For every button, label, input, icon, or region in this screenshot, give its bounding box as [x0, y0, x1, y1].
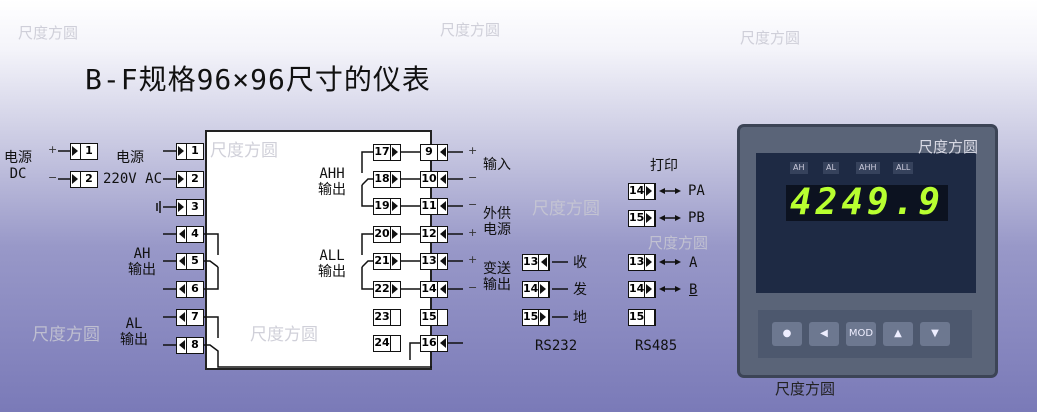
led-ahh: AHH [856, 162, 880, 174]
watermark: 尺度方圆 [648, 234, 709, 252]
terminal-10: 10 [420, 171, 448, 188]
terminal-1: 1 [176, 143, 204, 160]
ac-voltage-label: 220V AC [103, 171, 163, 187]
terminal-8: 8 [176, 337, 204, 354]
terminal-18: 18 [373, 171, 401, 188]
rs232-terminal-15: 15 [522, 309, 550, 326]
print-label: 打印 [650, 158, 678, 174]
terminal-6: 6 [176, 281, 204, 298]
meter-front-panel: AH AL AHH ALL 4249.9 ● ◀ MOD ▲ ▼ [740, 127, 995, 375]
shift-left-button[interactable]: ◀ [809, 322, 839, 346]
minus-sign: − [468, 198, 478, 211]
input-label: 输入 [483, 157, 511, 173]
terminal-13: 13 [420, 253, 448, 270]
minus-sign: − [48, 171, 58, 184]
watermark: 尺度方圆 [18, 24, 79, 42]
watermark: 尺度方圆 [32, 325, 100, 345]
terminal-3: 3 [176, 199, 204, 216]
terminal-23: 23 [373, 309, 401, 326]
watermark: 尺度方圆 [250, 325, 318, 345]
led-al: AL [823, 162, 839, 174]
terminal-dc-1: 1 [70, 143, 98, 160]
led-all: ALL [893, 162, 914, 174]
page-title: B-F规格96×96尺寸的仪表 [85, 63, 431, 96]
print-terminal-14: 14 [628, 183, 656, 200]
rx-label: 收 [573, 255, 587, 271]
rs232-terminal-14: 14 [522, 281, 550, 298]
terminal-21: 21 [373, 253, 401, 270]
plus-sign: + [468, 144, 478, 157]
watermark: 尺度方圆 [532, 199, 600, 219]
terminal-17: 17 [373, 144, 401, 161]
a-label: A [689, 255, 698, 271]
terminal-16: 16 [420, 335, 448, 352]
rs232-label: RS232 [535, 338, 578, 354]
terminal-2: 2 [176, 171, 204, 188]
terminal-11: 11 [420, 198, 448, 215]
rs485-terminal-15: 15 [628, 309, 656, 326]
terminal-20: 20 [373, 226, 401, 243]
led-ah: AH [790, 162, 808, 174]
rs485-label: RS485 [635, 338, 678, 354]
tx-label: 发 [573, 282, 587, 298]
keypad: ● ◀ MOD ▲ ▼ [758, 310, 972, 358]
gnd-label: 地 [573, 310, 587, 326]
mod-button[interactable]: MOD [846, 322, 876, 346]
rs485-terminal-14: 14 [628, 281, 656, 298]
pb-label: PB [688, 210, 705, 226]
print-terminal-15: 15 [628, 210, 656, 227]
terminal-19: 19 [373, 198, 401, 215]
up-button[interactable]: ▲ [883, 322, 913, 346]
watermark: 尺度方圆 [775, 380, 836, 398]
watermark: 尺度方圆 [740, 29, 801, 47]
terminal-14: 14 [420, 281, 448, 298]
display-panel: AH AL AHH ALL 4249.9 [756, 153, 976, 293]
watermark: 尺度方圆 [918, 138, 979, 156]
plus-sign: + [468, 253, 478, 266]
rs232-terminal-13: 13 [522, 254, 550, 271]
terminal-15: 15 [420, 309, 448, 326]
ext-power-label: 外供电源 [483, 206, 511, 238]
watermark: 尺度方圆 [440, 21, 501, 39]
terminal-9: 9 [420, 144, 448, 161]
terminal-5: 5 [176, 253, 204, 270]
terminal-12: 12 [420, 226, 448, 243]
terminal-24: 24 [373, 335, 401, 352]
b-label: B [689, 282, 698, 298]
transmit-output-label: 变送输出 [483, 261, 511, 293]
rs485-terminal-13: 13 [628, 254, 656, 271]
terminal-7: 7 [176, 309, 204, 326]
pa-label: PA [688, 183, 705, 199]
terminal-dc-2: 2 [70, 171, 98, 188]
minus-sign: − [468, 281, 478, 294]
plus-sign: + [468, 226, 478, 239]
watermark: 尺度方圆 [210, 141, 278, 161]
down-button[interactable]: ▼ [920, 322, 950, 346]
plus-sign: + [48, 143, 58, 156]
terminal-4: 4 [176, 226, 204, 243]
terminal-22: 22 [373, 281, 401, 298]
set-button[interactable]: ● [772, 322, 802, 346]
meter-body [205, 130, 432, 370]
ac-power-label: 电源 [116, 150, 144, 166]
digital-readout: 4249.9 [786, 185, 948, 221]
minus-sign: − [468, 171, 478, 184]
